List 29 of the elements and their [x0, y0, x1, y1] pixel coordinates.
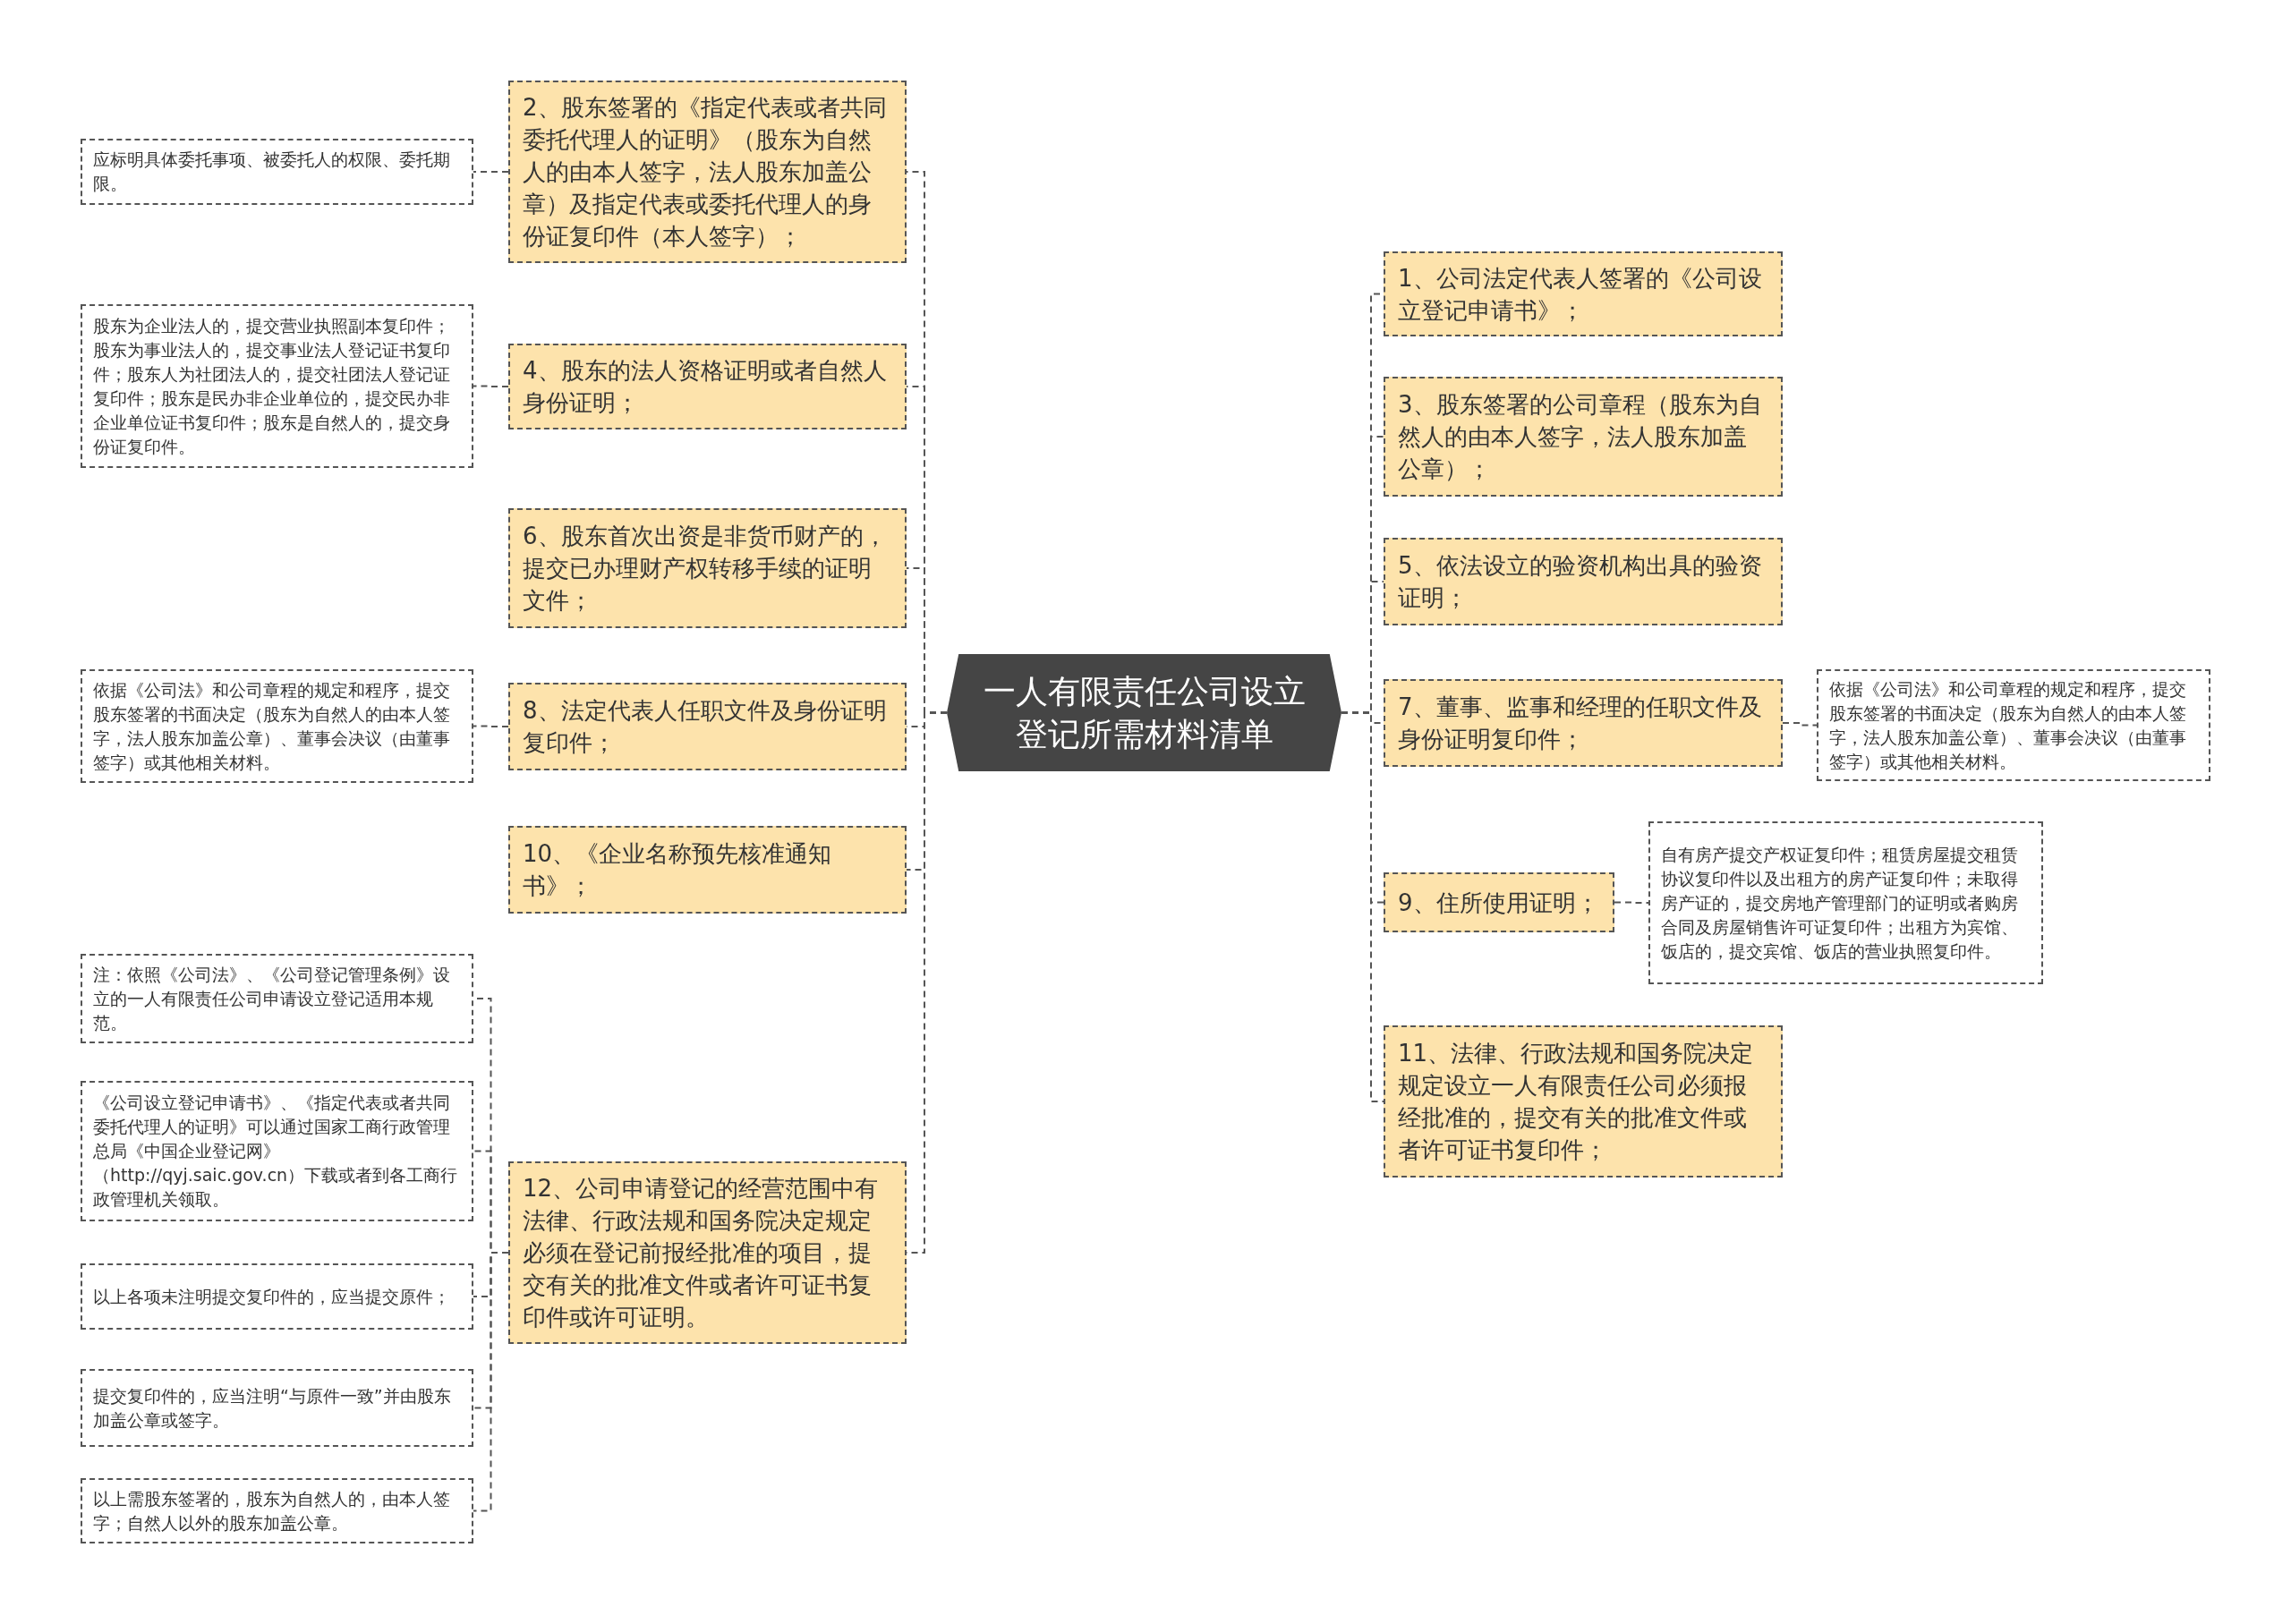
topic-box: 10、《企业名称预先核准通知书》； — [508, 826, 907, 914]
connector — [1782, 722, 1818, 727]
note-box: 提交复印件的，应当注明“与原件一致”并由股东加盖公章或签字。 — [81, 1369, 473, 1447]
central-topic: 一人有限责任公司设立登记所需材料清单 — [947, 654, 1341, 771]
note-box: 《公司设立登记申请书》、《指定代表或者共同委托代理人的证明》可以通过国家工商行政管理总局《中国企业登记网》（http://qyj.saic.gov.cn）下载或者到各工商行政管理机关领取。 — [81, 1081, 473, 1221]
topic-box: 4、股东的法人资格证明或者自然人身份证明； — [508, 344, 907, 429]
topic-box: 11、法律、行政法规和国务院决定规定设立一人有限责任公司必须报经批准的，提交有关的批准文件或者许可证书复印件； — [1384, 1025, 1783, 1178]
topic-box: 8、法定代表人任职文件及身份证明复印件； — [508, 683, 907, 770]
topic-box: 3、股东签署的公司章程（股东为自然人的由本人签字，法人股东加盖公章）； — [1384, 377, 1783, 497]
note-box: 注：依照《公司法》、《公司登记管理条例》设立的一人有限责任公司申请设立登记适用本规范。 — [81, 954, 473, 1043]
connector — [473, 725, 509, 727]
note-box: 自有房产提交产权证复印件；租赁房屋提交租赁协议复印件以及出租方的房产证复印件；未取得房产证的，提交房地产管理部门的证明或者购房合同及房屋销售许可证复印件；出租方为宾馆、饭店的，提交宾馆、饭店的营业执照复印件。 — [1648, 821, 2043, 984]
connector — [473, 1252, 509, 1512]
connector — [1614, 901, 1649, 904]
topic-box: 6、股东首次出资是非货币财产的，提交已办理财产权转移手续的证明文件； — [508, 508, 907, 628]
note-box: 依据《公司法》和公司章程的规定和程序，提交股东签署的书面决定（股东为自然人的由本人签字，法人股东加盖公章）、董事会决议（由董事签字）或其他相关材料。 — [1817, 669, 2210, 781]
connector — [473, 171, 509, 173]
topic-box: 12、公司申请登记的经营范围中有法律、行政法规和国务院决定规定必须在登记前报经批准的项目，提交有关的批准文件或者许可证书复印件或许可证明。 — [508, 1161, 907, 1344]
note-box: 股东为企业法人的，提交营业执照副本复印件；股东为事业法人的，提交事业法人登记证书复印件；股东人为社团法人的，提交社团法人登记证复印件；股东是民办非企业单位的，提交民办非企业单位证书复印件；股东是自然人的，提交身份证复印件。 — [81, 304, 473, 468]
note-box: 以上需股东签署的，股东为自然人的，由本人签字；自然人以外的股东加盖公章。 — [81, 1478, 473, 1543]
note-box: 依据《公司法》和公司章程的规定和程序，提交股东签署的书面决定（股东为自然人的由本人签字，法人股东加盖公章）、董事会决议（由董事签字）或其他相关材料。 — [81, 669, 473, 783]
connector — [473, 385, 509, 387]
topic-box: 7、董事、监事和经理的任职文件及身份证明复印件； — [1384, 679, 1783, 767]
topic-box: 2、股东签署的《指定代表或者共同委托代理人的证明》（股东为自然人的由本人签字，法人股东加盖公章）及指定代表或委托代理人的身份证复印件（本人签字）； — [508, 81, 907, 263]
note-box: 以上各项未注明提交复印件的，应当提交原件； — [81, 1263, 473, 1330]
topic-box: 5、依法设立的验资机构出具的验资证明； — [1384, 538, 1783, 625]
note-box: 应标明具体委托事项、被委托人的权限、委托期限。 — [81, 139, 473, 205]
topic-box: 1、公司法定代表人签署的《公司设立登记申请书》； — [1384, 251, 1783, 336]
topic-box: 9、住所使用证明； — [1384, 872, 1614, 932]
